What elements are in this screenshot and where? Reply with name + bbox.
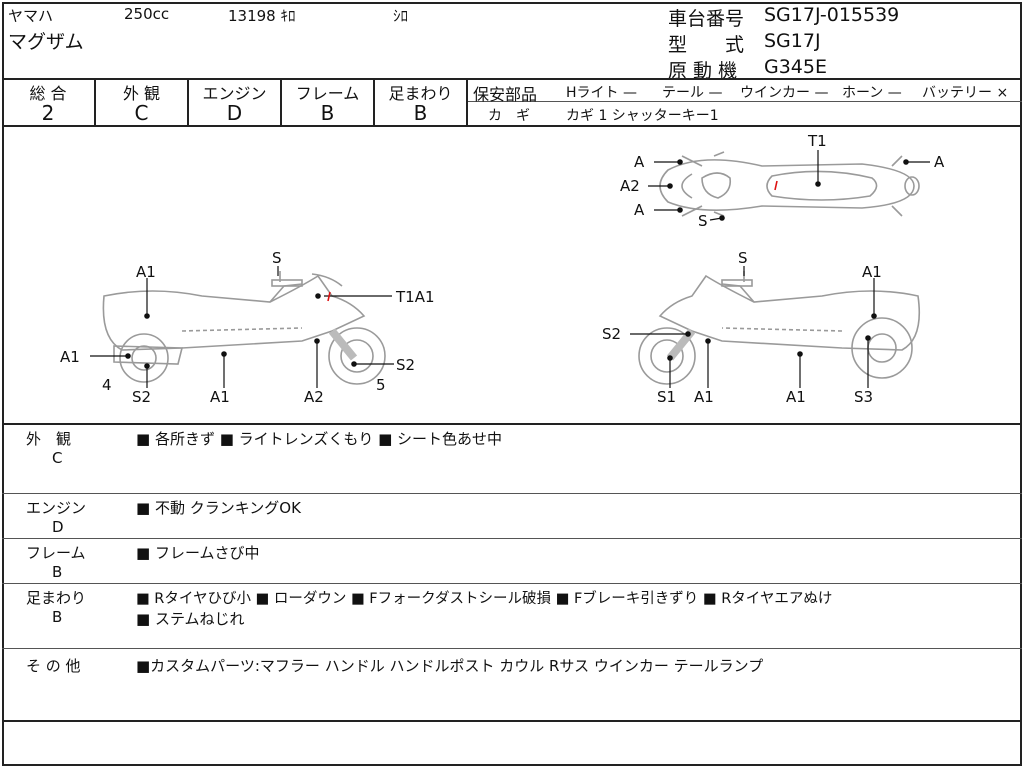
section-engine-text: ■ 不動 クランキングOK [136,499,301,517]
diag-label: A1 [210,388,230,406]
type-value: SG17J [764,30,821,52]
divider-diagram [2,423,1022,425]
diag-label: S2 [132,388,151,406]
engine-grade: D [226,101,243,125]
divider-section [2,583,1022,584]
key-value: カギ 1 シャッターキー1 [566,108,719,124]
diag-label: 5 [376,376,386,394]
divider-section [2,538,1022,539]
safety-headlight: Hライト — [566,85,637,101]
section-frame-label: フレーム [26,544,86,562]
diag-label: A [634,153,645,171]
grade-col-divider [466,78,468,126]
safety-battery: バッテリー × [922,85,1009,101]
diag-label: A1 [136,263,156,281]
section-exterior-text: ■ 各所きず ■ ライトレンズくもり ■ シート色あせ中 [136,430,503,448]
divider-grades [2,125,1022,127]
frame-no-label: 車台番号 [668,8,745,30]
overall-label: 総 合 [29,84,67,103]
safety-horn: ホーン — [842,85,902,101]
divider-section [2,493,1022,494]
exterior-label: 外 観 [122,84,161,103]
grade-col-divider [280,78,282,126]
maker: ヤマハ [8,7,54,25]
divider-section [2,648,1022,649]
safety-winker: ウインカー — [740,85,829,101]
section-exterior-label: 外 観 [26,430,72,448]
diag-label: S [272,249,282,267]
section-suspension-text2: ■ ステムねじれ [136,610,245,628]
frame-no: SG17J-015539 [764,4,900,26]
frame-grade: B [320,101,335,125]
color: ｼﾛ [393,7,409,25]
diag-label: S1 [657,388,676,406]
overall-grade: 2 [41,101,55,125]
suspension-grade-label: 足まわり [388,84,453,103]
displacement: 250cc [124,5,170,23]
diag-label: 4 [102,376,112,394]
grade-col-divider [373,78,375,126]
section-exterior-grade: C [52,449,63,467]
damage-diagram: A A2 A S T1 A S A1 T1A1 A1 S2 4 S2 A1 A2… [60,132,945,406]
mileage: 13198 ｷﾛ [228,7,296,25]
safety-tail: テール — [662,85,723,101]
safety-label: 保安部品 [473,85,538,104]
suspension-grade: B [413,101,428,125]
damage-mark [327,291,331,302]
scooter-top-view [659,151,920,217]
section-other-text: ■カスタムパーツ:マフラー ハンドル ハンドルポスト カウル Rサス ウインカー… [136,657,764,675]
section-frame-text: ■ フレームさび中 [136,544,260,562]
section-suspension-label: 足まわり [26,589,87,607]
diag-label: T1 [807,132,827,150]
divider-header [2,78,1022,80]
section-suspension-grade: B [52,608,63,626]
section-engine-grade: D [52,518,64,536]
type-label: 型 式 [668,34,745,56]
exterior-grade: C [134,101,149,125]
diag-label: A1 [862,263,882,281]
divider-bottom [2,720,1022,722]
diag-label: A [634,201,645,219]
diag-label: A1 [60,348,80,366]
diag-label: S [738,249,748,267]
scooter-right-view [638,271,921,385]
engine-label: 原 動 機 [668,60,738,82]
section-suspension-text: ■ Rタイヤひび小 ■ ローダウン ■ Fフォークダストシール破損 ■ Fブレー… [136,591,833,607]
divider-safety [467,101,1022,102]
diag-label: A2 [304,388,324,406]
diag-label: A1 [786,388,806,406]
grade-col-divider [94,78,96,126]
model-name: マグザム [8,31,84,53]
diag-label: A1 [694,388,714,406]
diag-label: A [934,153,945,171]
key-label: カ ギ [488,108,530,124]
diag-label: T1A1 [395,288,435,306]
engine-value: G345E [764,56,827,78]
damage-mark [774,180,778,191]
diag-label: S [698,212,708,230]
diag-label: S2 [602,325,621,343]
diag-label: S2 [396,356,415,374]
diag-label: S3 [854,388,873,406]
section-frame-grade: B [52,563,63,581]
grade-col-divider [187,78,189,126]
engine-grade-label: エンジン [202,84,267,103]
frame-grade-label: フレーム [295,84,360,103]
diag-label: A2 [620,177,640,195]
section-engine-label: エンジン [26,499,87,517]
section-other-label: そ の 他 [26,657,81,675]
